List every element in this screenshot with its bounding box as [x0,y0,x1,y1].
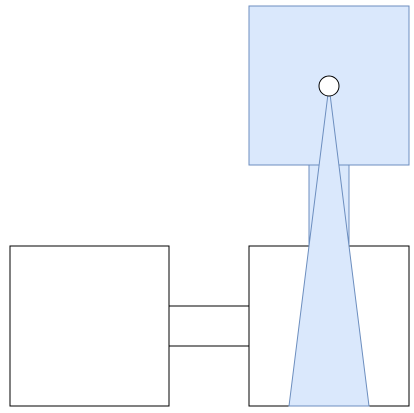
beam-triangle[interactable] [288,85,370,407]
pivot-circle[interactable] [318,75,340,97]
left-box[interactable] [9,245,170,407]
